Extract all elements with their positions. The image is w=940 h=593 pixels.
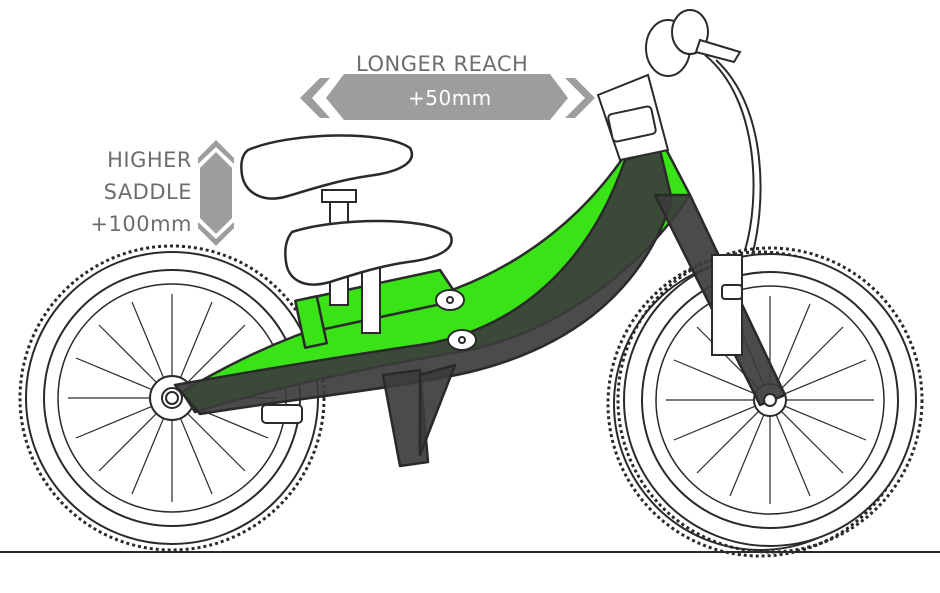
saddle-raised xyxy=(240,134,413,200)
reach-value: +50mm xyxy=(408,86,492,110)
saddle-value: +100mm xyxy=(90,212,192,236)
frame-collars xyxy=(435,289,477,351)
handlebar-assembly xyxy=(596,9,762,356)
saddle-arrow xyxy=(198,140,234,246)
saddle-label-line2: SADDLE xyxy=(103,180,192,204)
reach-arrow xyxy=(300,74,595,120)
saddle-original xyxy=(284,219,453,286)
reach-label: LONGER REACH xyxy=(356,52,529,76)
saddle-label-line1: HIGHER xyxy=(107,148,192,172)
axle-details xyxy=(165,391,777,424)
